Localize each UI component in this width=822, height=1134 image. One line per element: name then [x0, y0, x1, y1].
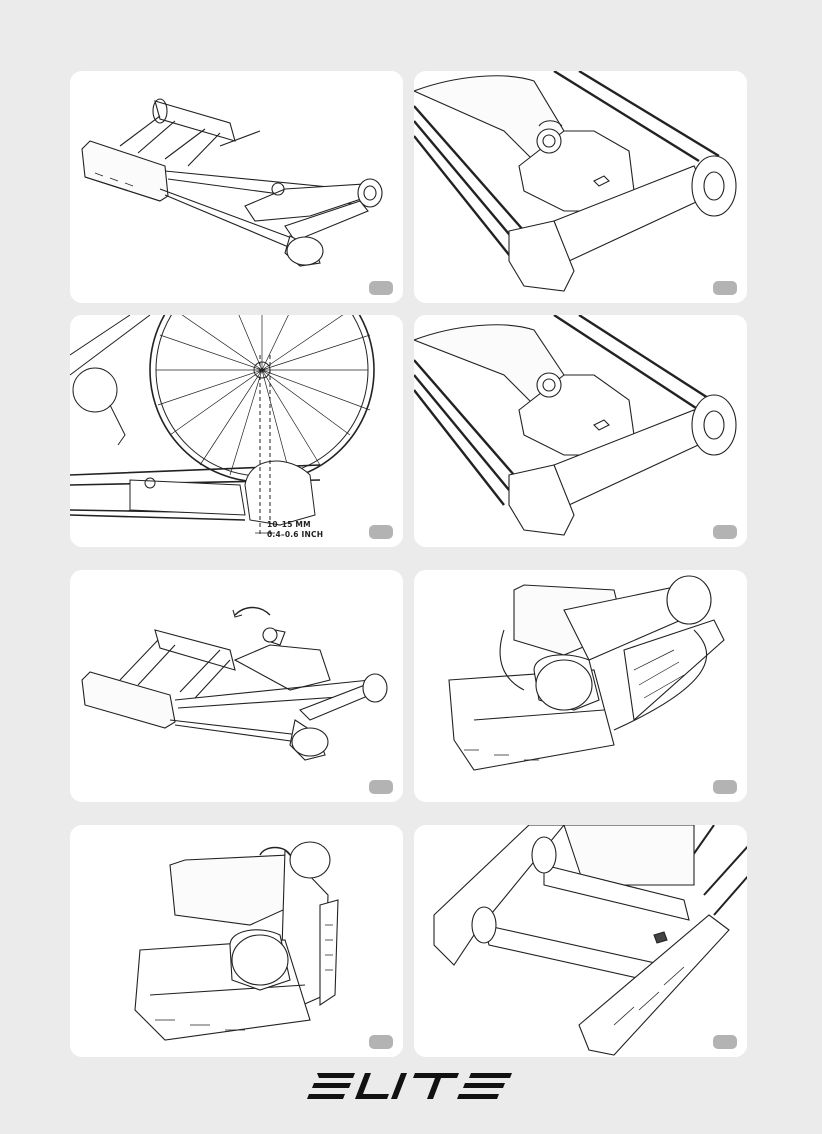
- rollers-overview-icon: [70, 71, 403, 303]
- folded-rollers-icon: [414, 570, 747, 802]
- knob-rotation-icon: [70, 570, 403, 802]
- measure-inch: 0.4–0.6 INCH: [267, 530, 323, 540]
- step-badge: [713, 780, 737, 794]
- step-badge: [369, 780, 393, 794]
- step-badge: [713, 525, 737, 539]
- folded-standing-icon: [70, 825, 403, 1057]
- step-badge: [369, 281, 393, 295]
- wheel-alignment-icon: [70, 315, 403, 547]
- step-panel-5: [70, 570, 403, 802]
- step-badge: [713, 1035, 737, 1049]
- rollers-closeup-icon: [414, 825, 747, 1057]
- front-roller-knob-icon: [414, 71, 747, 303]
- step-badge: [369, 1035, 393, 1049]
- step-badge: [713, 281, 737, 295]
- step-panel-7: [70, 825, 403, 1057]
- step-panel-4: [414, 315, 747, 547]
- front-roller-knob-icon: [414, 315, 747, 547]
- step-panel-1: [70, 71, 403, 303]
- step-panel-3: 10–15 MM 0.4–0.6 INCH: [70, 315, 403, 547]
- elite-logo: [307, 1070, 515, 1106]
- elite-logo-icon: [307, 1070, 515, 1102]
- step-panel-8: [414, 825, 747, 1057]
- step-panel-2: [414, 71, 747, 303]
- measure-mm: 10–15 MM: [267, 520, 323, 530]
- step-badge: [369, 525, 393, 539]
- alignment-measurement: 10–15 MM 0.4–0.6 INCH: [267, 520, 323, 539]
- step-panel-6: [414, 570, 747, 802]
